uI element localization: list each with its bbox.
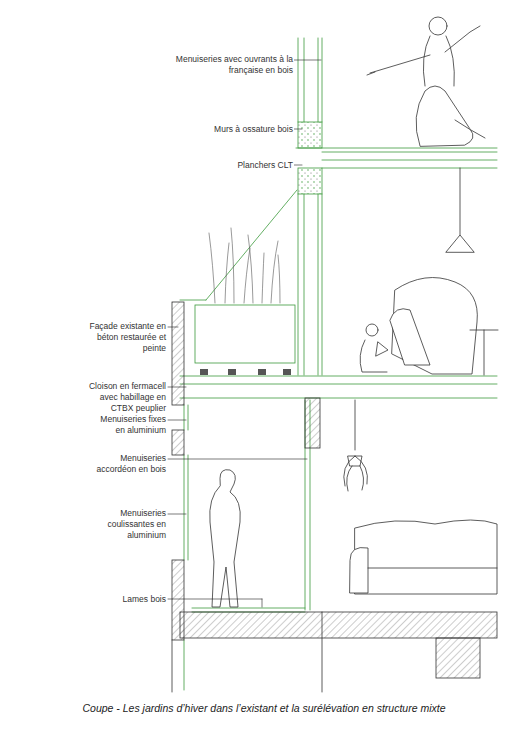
callout-label: Menuiseries avec ouvrants à la française… xyxy=(174,54,294,76)
figure-caption: Coupe - Les jardins d’hiver dans l’exist… xyxy=(0,702,528,714)
callout-label: Menuiseries coulissantes en aluminium xyxy=(73,508,167,541)
callout-label: Menuiseries fixes en aluminium xyxy=(90,414,167,436)
callout-label: Lames bois xyxy=(85,594,167,605)
callout-label: Façade existante en béton restaurée et p… xyxy=(85,321,167,354)
callout-label: Cloison en fermacell avec habillage en C… xyxy=(75,381,167,414)
callout-label: Planchers CLT xyxy=(174,160,294,171)
callout-label: Menuiseries accordéon en bois xyxy=(93,453,167,475)
callout-label: Murs à ossature bois xyxy=(174,124,294,135)
